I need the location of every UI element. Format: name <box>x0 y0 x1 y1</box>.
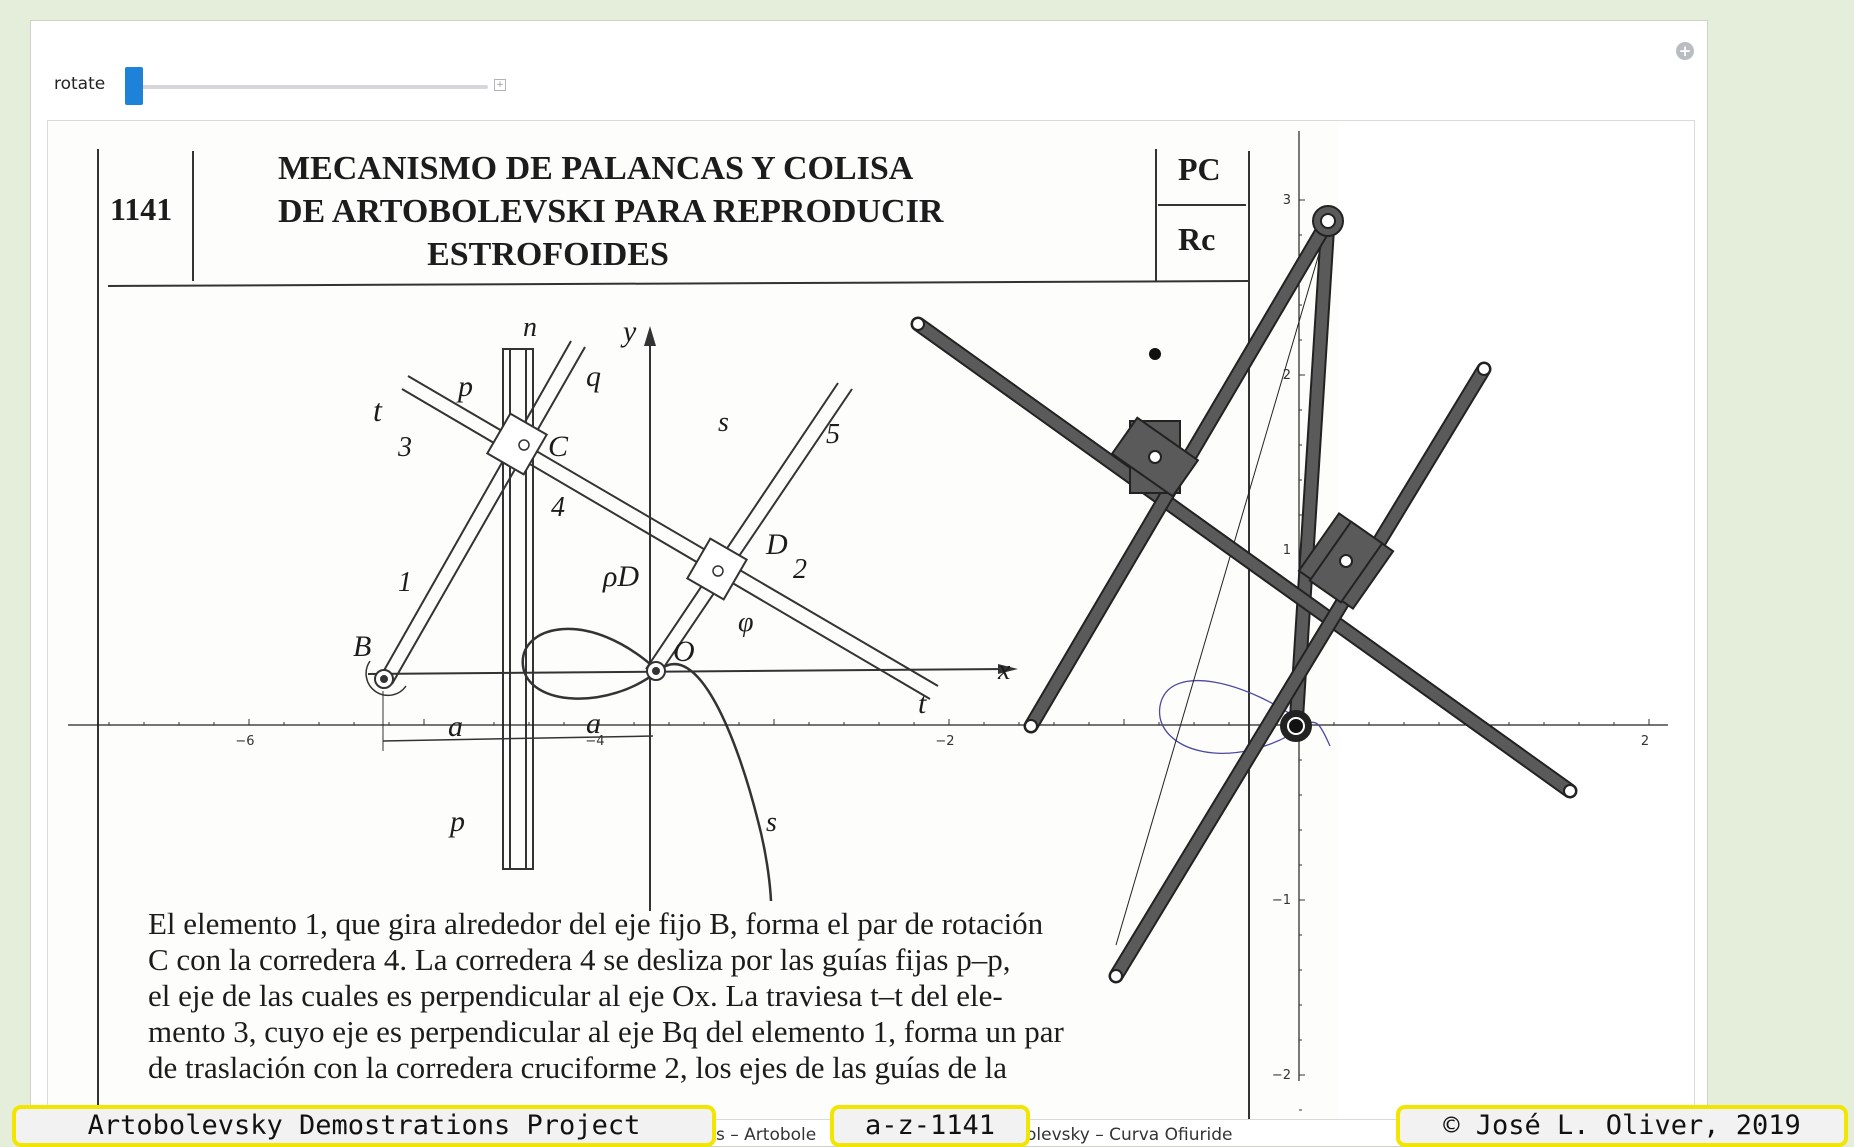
copyright-badge: © José L. Oliver, 2019 <box>1396 1105 1848 1147</box>
end-point <box>911 317 925 331</box>
code-badge: a-z-1141 <box>830 1105 1030 1147</box>
x-tick-label: −4 <box>585 734 604 749</box>
link-bq <box>1115 222 1329 946</box>
link-1 <box>1288 213 1336 734</box>
svg-text:B: B <box>353 630 371 663</box>
description-line: el eje de las cuales es perpendicular al… <box>148 978 1003 1013</box>
footer-text-fragment: olevsky – Curva Ofiuride <box>1026 1125 1233 1145</box>
svg-text:t: t <box>373 392 383 428</box>
svg-text:a: a <box>448 710 463 743</box>
description-line: mento 3, cuyo eje es perpendicular al ej… <box>148 1014 1064 1049</box>
fig-traverse-tt <box>401 375 939 700</box>
svg-text:ρD: ρD <box>602 560 639 593</box>
svg-text:C: C <box>548 430 569 463</box>
svg-text:D: D <box>765 528 788 561</box>
book-figure: p n q y t 3 C 4 s 5 1 D 2 ρD B O φ x t a… <box>353 312 1018 911</box>
slider-expand-icon[interactable]: + <box>494 79 506 91</box>
fig-link-1 <box>377 340 586 685</box>
plus-circle-icon[interactable]: + <box>1676 42 1694 60</box>
svg-text:p: p <box>456 370 473 403</box>
code-top: PC <box>1178 151 1221 187</box>
description-line: El elemento 1, que gira alrededor del ej… <box>148 906 1044 941</box>
svg-text:y: y <box>620 315 637 348</box>
fig-x-axis <box>367 668 1009 675</box>
code-bottom: Rc <box>1178 221 1216 257</box>
joint-d <box>1339 554 1353 568</box>
rotate-label: rotate <box>54 74 106 94</box>
svg-text:1: 1 <box>398 567 412 598</box>
description-line: de traslación con la corredera cruciform… <box>148 1050 1008 1085</box>
x-tick-label: −2 <box>935 734 954 749</box>
svg-text:s: s <box>766 807 777 838</box>
y-tick-label: −1 <box>1272 893 1291 908</box>
svg-text:n: n <box>523 312 537 343</box>
x-tick-label: 2 <box>1641 734 1649 749</box>
rotate-slider-thumb[interactable] <box>125 67 143 105</box>
svg-text:p: p <box>448 805 465 838</box>
svg-text:5: 5 <box>826 419 840 450</box>
link-5 <box>1108 361 1492 984</box>
svg-text:q: q <box>586 360 601 393</box>
svg-text:t: t <box>918 687 927 720</box>
plot-axes: −6 −4 −2 2 3 2 1 −1 −2 <box>68 131 1668 1111</box>
x-tick-label: −6 <box>235 734 254 749</box>
y-tick-label: 2 <box>1283 368 1291 383</box>
y-tick-label: 1 <box>1283 543 1291 558</box>
y-tick-label: −2 <box>1272 1068 1291 1083</box>
title-line: ESTROFOIDES <box>427 236 669 273</box>
description-line: C con la corredera 4. La corredera 4 se … <box>148 942 1011 977</box>
mechanism-plot: −6 −4 −2 2 3 2 1 −1 −2 <box>68 131 1668 1111</box>
rotate-slider-track[interactable] <box>128 85 488 89</box>
footer-text-fragment: s – Artobole <box>716 1125 817 1145</box>
svg-text:4: 4 <box>551 492 565 523</box>
svg-text:φ: φ <box>738 607 754 638</box>
end-point <box>1563 784 1577 798</box>
title-line: MECANISMO DE PALANCAS Y COLISA <box>278 150 914 187</box>
svg-text:O: O <box>673 635 695 668</box>
svg-text:2: 2 <box>793 554 807 585</box>
graphics-frame: 1141 MECANISMO DE PALANCAS Y COLISA DE A… <box>47 120 1695 1120</box>
end-point <box>1477 362 1491 376</box>
fig-link-5 <box>645 382 853 674</box>
fixed-point <box>1149 348 1161 360</box>
strophoid-curve <box>1159 679 1331 754</box>
svg-text:s: s <box>718 407 729 438</box>
scanned-page: 1141 MECANISMO DE PALANCAS Y COLISA DE A… <box>48 121 1338 1119</box>
description-text: El elemento 1, que gira alrededor del ej… <box>148 906 1298 1086</box>
traverse-tt <box>910 316 1578 799</box>
svg-text:3: 3 <box>397 432 412 463</box>
project-badge: Artobolevsky Demostrations Project <box>12 1105 716 1147</box>
end-point <box>1024 719 1038 733</box>
mechanism-number: 1141 <box>110 191 173 227</box>
end-point <box>1109 969 1123 983</box>
svg-text:a: a <box>586 707 601 740</box>
scan-lines <box>97 149 1250 1119</box>
joint-c <box>1148 450 1162 464</box>
y-tick-label: 3 <box>1283 193 1291 208</box>
svg-text:x: x <box>997 655 1011 686</box>
